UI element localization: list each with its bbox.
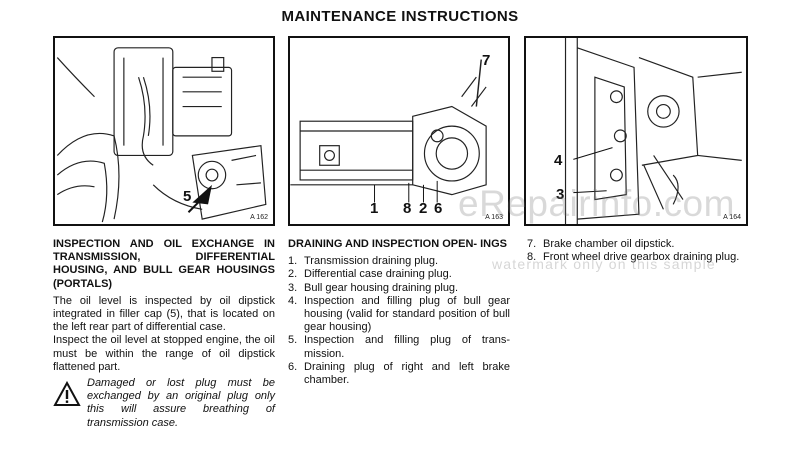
callout-1: 1 [370, 200, 379, 217]
watermark: eRepairinfo.com [458, 183, 735, 224]
plug-list: 1. Transmission draining plug. 2. Different… [288, 255, 510, 387]
callout-6: 6 [434, 200, 443, 217]
item-number: 8. [527, 251, 537, 264]
list-item: 4. Inspection and filling plug of bull ge… [288, 295, 510, 335]
list-item: 5. Inspection and filling plug of trans- … [288, 334, 510, 360]
item-number: 5. [288, 334, 298, 347]
figure-label: A 162 [250, 214, 268, 221]
section-draining-openings: DRAINING AND INSPECTION OPEN- INGS 1. Tra… [288, 238, 510, 387]
list-item: 8. Front wheel drive gearbox draining plu… [527, 251, 749, 264]
item-text: Inspection and filling plug of trans- mi… [304, 334, 510, 360]
item-text: Bull gear housing draining plug. [304, 281, 459, 294]
item-text: Front wheel drive gearbox draining plug. [543, 251, 740, 264]
section-continued-list: 7. Brake chamber oil dipstick. 8. Front whe… [527, 238, 749, 264]
figure-label: A 163 [485, 214, 503, 221]
item-number: 4. [288, 294, 298, 307]
item-number: 3. [288, 281, 298, 294]
callout-3: 3 [556, 186, 565, 203]
figure-a164: 4 3 A 164 [524, 36, 748, 226]
figure-a162: 5 A 162 [53, 36, 275, 226]
plug-list-continued: 7. Brake chamber oil dipstick. 8. Front whe… [527, 238, 749, 264]
list-item: 7. Brake chamber oil dipstick. [527, 238, 749, 251]
item-text: Brake chamber oil dipstick. [543, 238, 675, 250]
item-number: 1. [288, 255, 298, 268]
item-number: 6. [288, 360, 298, 373]
figure-label: A 164 [723, 214, 741, 221]
callout-4: 4 [554, 152, 563, 169]
callout-2: 2 [419, 200, 428, 217]
filler-cap-illustration [56, 47, 267, 223]
item-text: Differential case draining plug. [304, 268, 452, 281]
paragraph: Inspect the oil level at stopped engine,… [53, 334, 275, 373]
item-text: Inspection and filling plug of bull gear… [304, 294, 510, 334]
paragraph: The oil level is inspected by oil dipsti… [53, 294, 275, 334]
item-number: 7. [527, 238, 537, 250]
figure-a163: 7 1 8 2 6 A 163 [288, 36, 510, 226]
section-heading: DRAINING AND INSPECTION OPEN- INGS [288, 238, 507, 250]
watermark-note: watermark only on this sample [492, 256, 716, 272]
item-text: Draining plug of right and left brake ch… [304, 360, 510, 387]
transmission-plugs-illustration [290, 59, 487, 203]
callout-5: 5 [183, 188, 192, 205]
section-heading: INSPECTION AND OIL EXCHANGE IN TRANSMISS… [53, 238, 275, 290]
warning-icon [53, 381, 81, 407]
warning-text: Damaged or lost plug must be exchanged b… [87, 377, 275, 429]
section-oil-exchange: INSPECTION AND OIL EXCHANGE IN TRANSMISS… [53, 238, 275, 430]
item-text: Transmission draining plug. [304, 255, 439, 268]
brake-chamber-illustration [564, 38, 742, 224]
list-item: 1. Transmission draining plug. [288, 255, 510, 268]
callout-7: 7 [482, 52, 491, 69]
list-item: 2. Differential case draining plug. [288, 268, 510, 281]
item-number: 2. [288, 268, 298, 281]
warning-note: Damaged or lost plug must be exchanged b… [53, 377, 275, 430]
callout-8: 8 [403, 200, 412, 217]
list-item: 3. Bull gear housing draining plug. [288, 282, 510, 295]
page-title: MAINTENANCE INSTRUCTIONS [281, 8, 519, 25]
list-item: 6. Draining plug of right and left brake … [288, 361, 510, 387]
